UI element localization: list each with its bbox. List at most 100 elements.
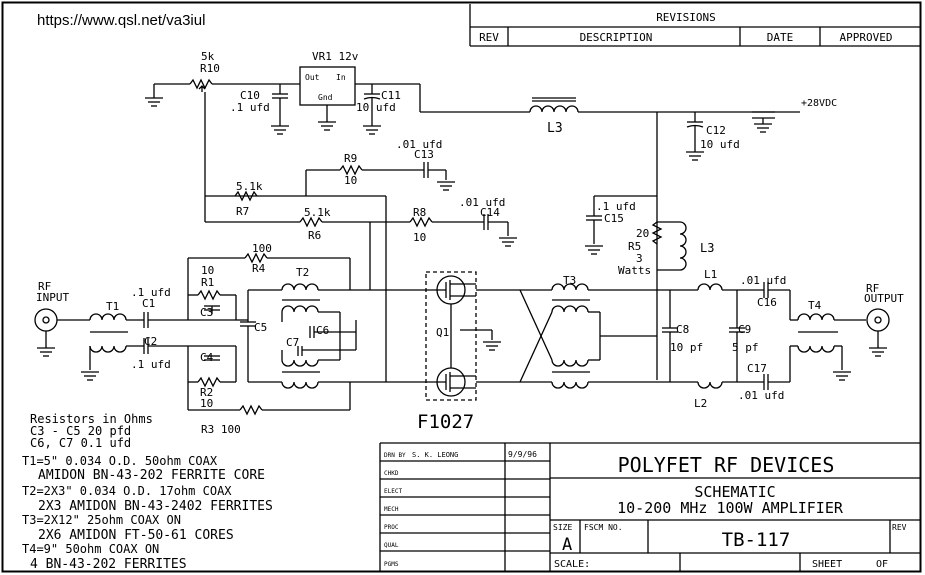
r5-label: R5	[628, 240, 641, 253]
r8-resistor	[409, 216, 433, 228]
note-line: 2X3 AMIDON BN-43-2402 FERRITES	[38, 499, 273, 514]
c10-label: C10	[240, 89, 260, 102]
c6-label: C6	[316, 324, 329, 337]
tb-drawing-number: TB-117	[722, 529, 791, 551]
r7-value: 5.1k	[236, 180, 263, 193]
c15-label: C15	[604, 212, 624, 225]
tb-rev-label: REV	[892, 523, 907, 532]
tb-mech: MECH	[384, 506, 399, 513]
device-label: F1027	[417, 411, 474, 433]
note-line: T3=2X12" 25ohm COAX ON	[22, 513, 181, 527]
revisions-title: REVISIONS	[656, 11, 716, 24]
revisions-rev-header: REV	[479, 31, 499, 44]
c12-value: 10 ufd	[700, 138, 740, 151]
t1-label: T1	[106, 300, 119, 313]
note-line: AMIDON BN-43-202 FERRITE CORE	[38, 468, 265, 483]
t4-transformer	[790, 313, 838, 353]
c12-label: C12	[706, 124, 726, 137]
l1-label: L1	[704, 268, 717, 281]
bias-network	[144, 66, 800, 382]
rf-output-label-2: OUTPUT	[864, 292, 904, 305]
c8-value: 10 pf	[670, 341, 703, 354]
title-block	[379, 442, 920, 572]
revisions-approved-header: APPROVED	[840, 31, 893, 44]
t1-transformer	[89, 313, 127, 321]
tb-sheet-label: SHEET	[812, 559, 842, 570]
tb-scale-label: SCALE:	[554, 559, 590, 570]
c7-label: C7	[286, 336, 299, 349]
vr1-in-label: In	[336, 73, 346, 82]
r6-resistor	[299, 216, 323, 228]
tb-pgms: PGMS	[384, 561, 399, 568]
r7-resistor	[234, 190, 258, 202]
c1-value: .1 ufd	[131, 286, 171, 299]
r5-value: 20	[636, 227, 649, 240]
c14-value: .01 ufd	[459, 196, 505, 209]
c5-label: C5	[254, 321, 267, 334]
c8-label: C8	[676, 323, 689, 336]
note-line: Resistors in Ohms	[30, 412, 153, 426]
t3-transformer	[551, 283, 590, 389]
rf-output-connector	[866, 308, 890, 332]
tb-of-label: OF	[876, 559, 888, 570]
l1-inductor	[697, 283, 723, 291]
r1-label: R1	[201, 276, 214, 289]
tb-size-value: A	[562, 535, 572, 555]
note-line: T1=5" 0.034 O.D. 50ohm COAX	[22, 454, 218, 468]
r10-value: 5k	[201, 50, 215, 63]
r9-resistor	[339, 164, 363, 176]
l3-mid-label: L3	[700, 241, 714, 255]
c16-value: .01 ufd	[740, 274, 786, 287]
r1-value: 10	[201, 264, 214, 277]
output-network	[519, 282, 890, 390]
c3-label: C3	[200, 306, 213, 319]
r4-resistor	[244, 252, 268, 264]
r3-resistor	[239, 404, 263, 416]
revisions-table: REVISIONS REV DESCRIPTION DATE APPROVED	[469, 4, 920, 47]
r10-label: R10	[200, 62, 220, 75]
l3-inductor	[679, 221, 687, 271]
c1-label: C1	[142, 297, 155, 310]
revisions-date-header: DATE	[767, 31, 794, 44]
c13-value: .01 ufd	[396, 138, 442, 151]
r2-resistor	[197, 376, 221, 388]
c11-label: C11	[381, 89, 401, 102]
r5-power-unit: Watts	[618, 264, 651, 277]
r1-resistor	[197, 289, 221, 301]
note-line: 4 BN-43-202 FERRITES	[30, 557, 187, 572]
vr1-out-label: Out	[305, 73, 320, 82]
note-line: C6, C7 0.1 ufd	[30, 436, 131, 450]
r8-label: R8	[413, 206, 426, 219]
r10-resistor	[189, 78, 213, 90]
r9-value: 10	[344, 174, 357, 187]
tb-qual: QUAL	[384, 542, 399, 549]
tb-proc: PROC	[384, 524, 399, 531]
tb-company: POLYFET RF DEVICES	[618, 453, 835, 477]
tb-elect: ELECT	[384, 488, 402, 495]
l3-choke	[529, 105, 579, 113]
c9-value: 5 pf	[732, 341, 759, 354]
r4-label: R4	[252, 262, 266, 275]
supply-label: +28VDC	[801, 98, 837, 109]
rf-input-label-1: RF	[38, 280, 51, 293]
r2-label: R2	[200, 386, 213, 399]
q1-label: Q1	[436, 326, 449, 339]
rf-input-label-2: INPUT	[36, 291, 69, 304]
r2-value: 10	[200, 397, 213, 410]
c14-label: C14	[480, 206, 500, 219]
c11-value: 10 ufd	[356, 101, 396, 114]
l2-inductor	[697, 381, 723, 389]
c13-label: C13	[414, 148, 434, 161]
tb-chkd: CHKD	[384, 470, 399, 477]
c17-label: C17	[747, 362, 767, 375]
input-network	[34, 252, 410, 416]
t2-label: T2	[296, 266, 309, 279]
r5-power-value: 3	[636, 252, 643, 265]
r8-value: 10	[413, 231, 426, 244]
q1-transistor	[410, 271, 502, 401]
c16-label: C16	[757, 296, 777, 309]
tb-drawn-name: S. K. LEONG	[412, 451, 458, 459]
note-line: T2=2X3" 0.034 O.D. 17ohm COAX	[22, 484, 232, 498]
